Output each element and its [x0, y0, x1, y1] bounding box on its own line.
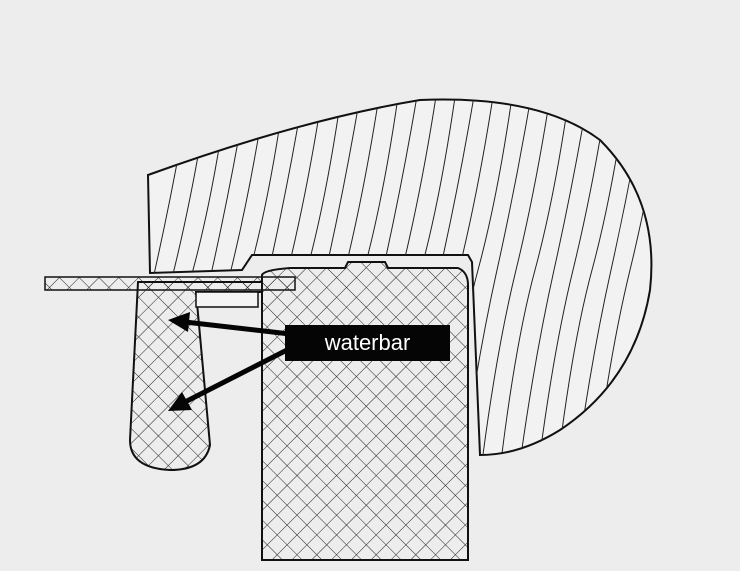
post	[261, 261, 469, 561]
arrowhead-icon	[168, 312, 190, 332]
waterbar-notch	[195, 291, 259, 308]
waterbar-piece	[128, 281, 263, 472]
arrowhead-icon	[168, 392, 192, 411]
waterbar-label: waterbar	[285, 325, 450, 361]
callout-arrows	[168, 312, 291, 411]
grain-line	[499, 99, 571, 455]
grain-line	[518, 99, 590, 455]
grain-line	[537, 99, 609, 455]
grain-line	[480, 99, 552, 455]
